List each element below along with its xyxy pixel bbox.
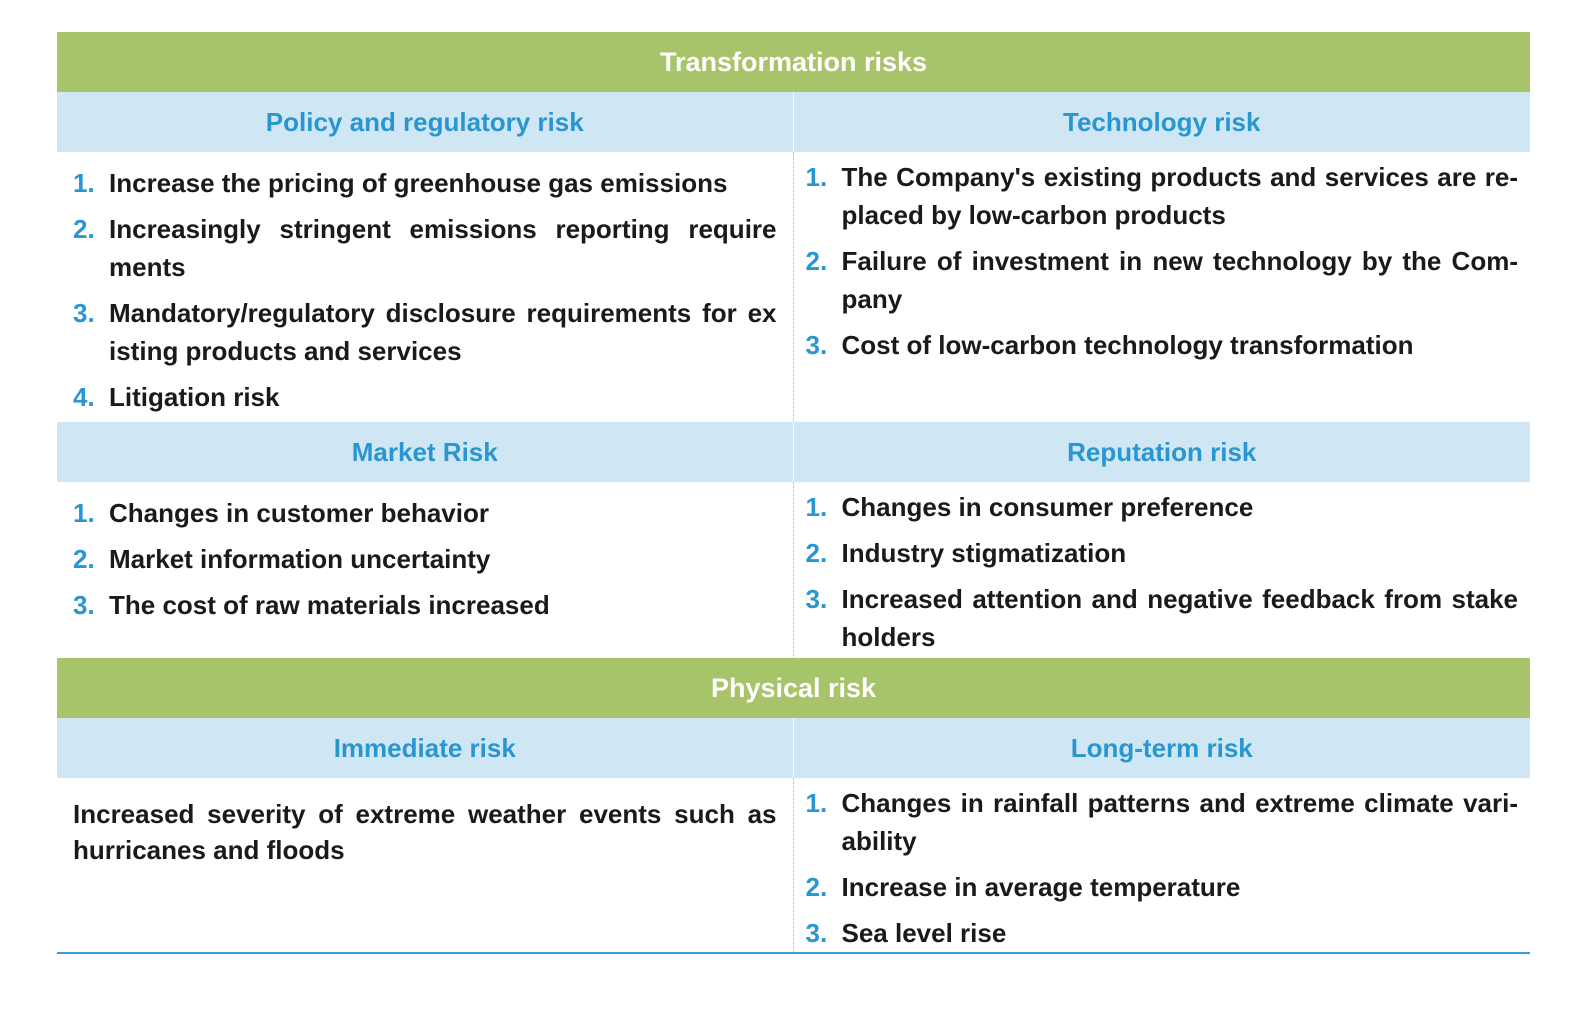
list-item-number: 2.	[805, 872, 828, 902]
physical-body-row: Increased severity of extreme weather ev…	[57, 778, 1530, 952]
list-item-text: Increase the pricing of greenhouse gas e…	[109, 168, 728, 198]
list-item: 1. Changes in rainfall patterns and extre…	[806, 784, 1519, 860]
policy-regulatory-heading: Policy and regulatory risk	[57, 92, 794, 152]
list-item: 1. Increase the pricing of greenhouse gas…	[73, 164, 777, 202]
list-item-number: 1.	[805, 492, 828, 522]
list-item: 3. Mandatory/regulatory disclosure requir…	[73, 294, 777, 370]
list-item: 3. Cost of low-carbon technology transfor…	[806, 326, 1519, 364]
transformation-body-row-1: 1. Increase the pricing of greenhouse gas…	[57, 152, 1530, 422]
list-item-number: 1.	[73, 168, 95, 198]
list-item: 2. Industry stigmatization	[806, 534, 1519, 572]
immediate-risk-cell: Increased severity of extreme weather ev…	[57, 778, 794, 952]
list-item: 1. Changes in consumer preference	[806, 488, 1519, 526]
market-risk-list: 1. Changes in customer behavior 2. Market i…	[73, 494, 777, 624]
list-item-text: Changes in rainfall patterns and extreme…	[841, 788, 1519, 856]
transformation-subheader-row-1: Policy and regulatory risk Technology ri…	[57, 92, 1530, 152]
list-item-text: Failure of investment in new technology …	[841, 246, 1519, 314]
list-item-text: Changes in customer behavior	[109, 498, 489, 528]
technology-heading: Technology risk	[793, 92, 1530, 152]
list-item: 2. Increase in average temperature	[806, 868, 1519, 906]
list-item-number: 3.	[805, 330, 828, 360]
list-item-text: Mandatory/regulatory disclosure requirem…	[109, 298, 777, 366]
list-item-number: 3.	[73, 590, 95, 620]
list-item: 1. The Company's existing products and se…	[806, 158, 1519, 234]
technology-list: 1. The Company's existing products and se…	[806, 158, 1519, 364]
reputation-list: 1. Changes in consumer preference 2. Indust…	[806, 488, 1519, 656]
list-item: 4. Litigation risk	[73, 378, 777, 416]
physical-subheader-row: Immediate risk Long-term risk	[57, 718, 1530, 778]
transformation-body-row-2: 1. Changes in customer behavior 2. Market i…	[57, 482, 1530, 658]
immediate-risk-text: Increased severity of extreme weather ev…	[73, 799, 777, 865]
technology-cell: 1. The Company's existing products and se…	[794, 152, 1531, 422]
list-item-number: 2.	[805, 538, 828, 568]
list-item-number: 4.	[73, 382, 95, 412]
policy-regulatory-list: 1. Increase the pricing of greenhouse gas…	[73, 164, 777, 416]
long-term-risk-list: 1. Changes in rainfall patterns and extre…	[806, 784, 1519, 952]
list-item-number: 2.	[73, 544, 95, 574]
list-item-number: 3.	[805, 584, 828, 614]
list-item-number: 1.	[805, 162, 828, 192]
list-item-text: Litigation risk	[109, 382, 280, 412]
list-item-text: Changes in consumer preference	[841, 492, 1254, 522]
list-item-text: Increasingly stringent emissions reporti…	[109, 214, 777, 282]
list-item-number: 2.	[805, 246, 828, 276]
list-item: 2. Increasingly stringent emissions repor…	[73, 210, 777, 286]
list-item-text: Increased attention and negative feedbac…	[841, 584, 1519, 652]
list-item-text: Cost of low-carbon technology transforma…	[841, 330, 1414, 360]
list-item-text: Increase in average temperature	[841, 872, 1241, 902]
list-item: 2. Failure of investment in new technolog…	[806, 242, 1519, 318]
list-item-text: The cost of raw materials increased	[109, 590, 550, 620]
climate-risk-table: Transformation risks Policy and regulato…	[57, 32, 1530, 954]
physical-risk-header: Physical risk	[57, 658, 1530, 718]
transformation-subheader-row-2: Market Risk Reputation risk	[57, 422, 1530, 482]
reputation-heading: Reputation risk	[793, 422, 1530, 482]
list-item-number: 1.	[805, 788, 828, 818]
list-item-text: The Company's existing products and serv…	[841, 162, 1519, 230]
market-risk-cell: 1. Changes in customer behavior 2. Market i…	[57, 482, 794, 658]
list-item-number: 2.	[73, 214, 95, 244]
list-item-text: Market information uncertainty	[109, 544, 491, 574]
reputation-cell: 1. Changes in consumer preference 2. Indust…	[794, 482, 1531, 658]
list-item-number: 3.	[73, 298, 95, 328]
policy-regulatory-cell: 1. Increase the pricing of greenhouse gas…	[57, 152, 794, 422]
list-item: 3. Sea level rise	[806, 914, 1519, 952]
transformation-risks-header: Transformation risks	[57, 32, 1530, 92]
list-item: 1. Changes in customer behavior	[73, 494, 777, 532]
list-item-number: 1.	[73, 498, 95, 528]
list-item: 2. Market information uncertainty	[73, 540, 777, 578]
list-item-text: Industry stigmatization	[841, 538, 1127, 568]
long-term-risk-heading: Long-term risk	[793, 718, 1530, 778]
immediate-risk-heading: Immediate risk	[57, 718, 794, 778]
market-risk-heading: Market Risk	[57, 422, 794, 482]
list-item: 3. The cost of raw materials increased	[73, 586, 777, 624]
list-item-number: 3.	[805, 918, 828, 948]
long-term-risk-cell: 1. Changes in rainfall patterns and extre…	[794, 778, 1531, 952]
list-item-text: Sea level rise	[841, 918, 1007, 948]
list-item: 3. Increased attention and negative feedb…	[806, 580, 1519, 656]
